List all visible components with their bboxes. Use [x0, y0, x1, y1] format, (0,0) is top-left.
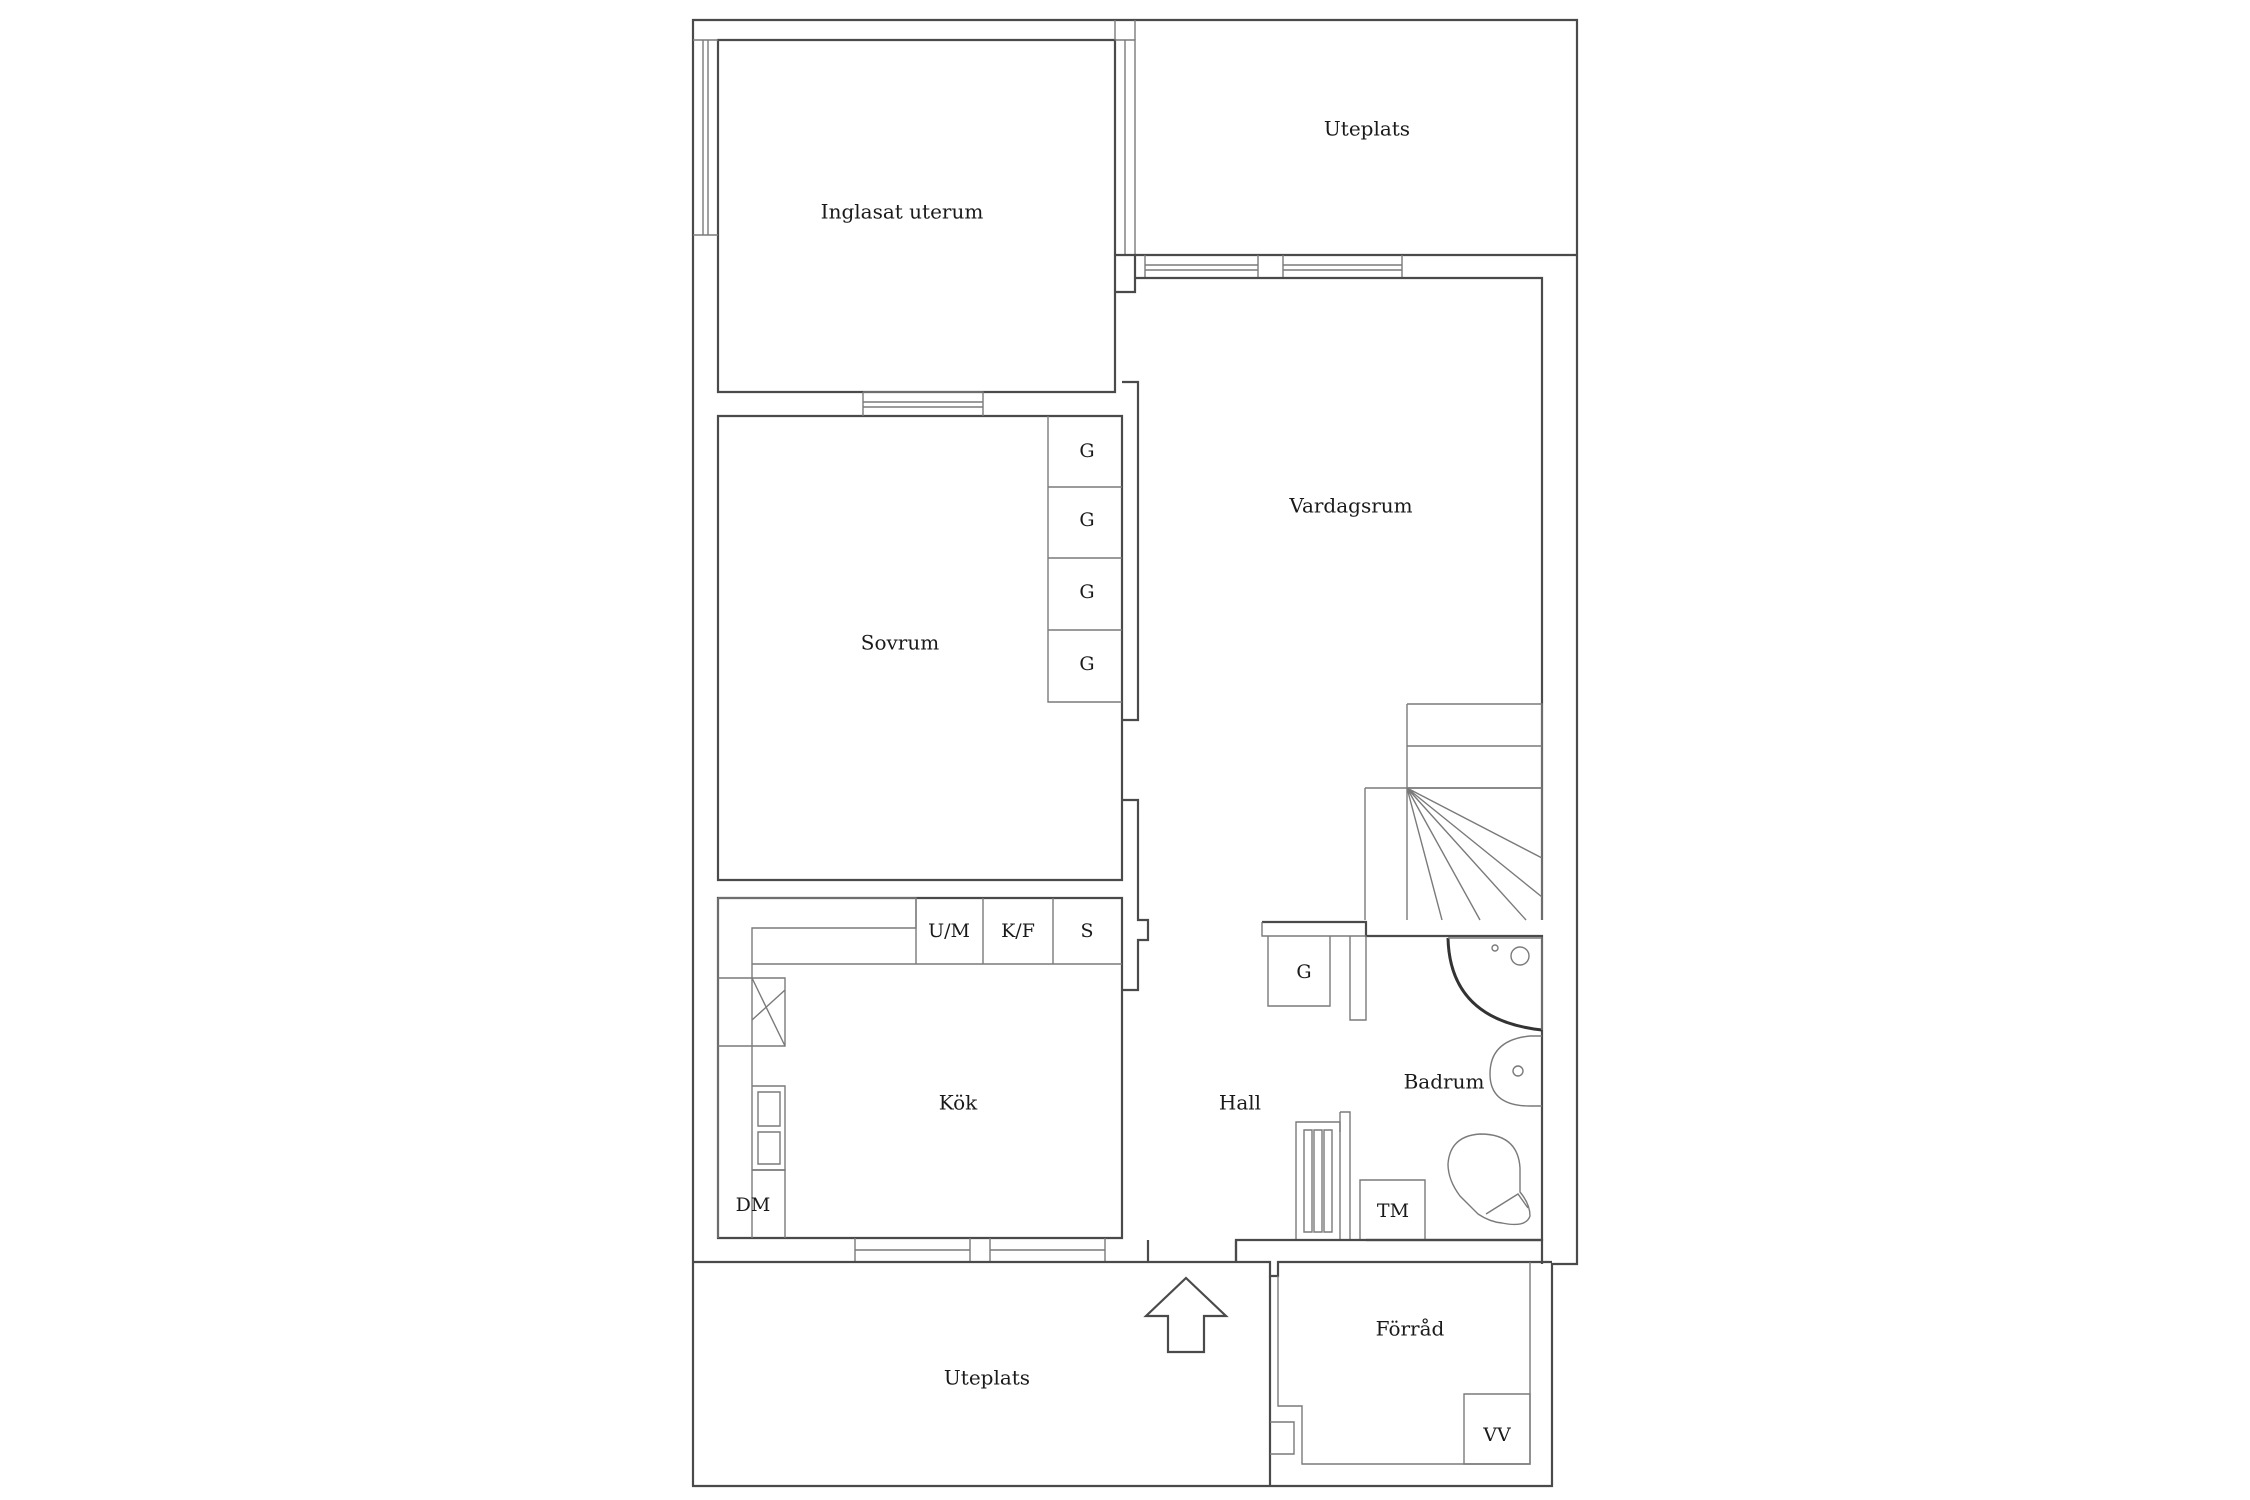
outer-walls: [691, 18, 1579, 1488]
room-label-uteplats-top: Uteplats: [1324, 117, 1410, 141]
entrance-arrow-icon: [1143, 1276, 1229, 1354]
living-room-walls: [1122, 276, 1544, 992]
fixture-label-kf: K/F: [1001, 920, 1035, 942]
wardrobe-label: G: [1296, 961, 1311, 983]
staircase: [1364, 703, 1543, 921]
room-label-kok: Kök: [939, 1091, 978, 1115]
room-label-hall: Hall: [1219, 1091, 1261, 1115]
wardrobe-label: G: [1079, 581, 1094, 603]
fixture-label-vv: VV: [1482, 1424, 1511, 1446]
fixture-label-dm: DM: [736, 1194, 771, 1216]
fixture-label-um: U/M: [928, 920, 970, 942]
wardrobe-label: G: [1079, 440, 1094, 462]
kitchen: [716, 896, 1124, 1263]
bottom-walls: [693, 1238, 1552, 1486]
fixture-label-tm: TM: [1377, 1200, 1409, 1222]
room-label-uteplats-bottom: Uteplats: [944, 1366, 1030, 1390]
wardrobe-label: G: [1079, 653, 1094, 675]
wardrobe-label: G: [1079, 509, 1094, 531]
room-label-sovrum: Sovrum: [861, 631, 939, 655]
fixture-label-s: S: [1080, 920, 1093, 942]
room-label-inglasat-uterum: Inglasat uterum: [821, 200, 984, 224]
room-label-badrum: Badrum: [1404, 1070, 1485, 1094]
room-label-forrad: Förråd: [1376, 1317, 1445, 1341]
bedroom: [716, 391, 1124, 882]
room-label-vardagsrum: Vardagsrum: [1288, 494, 1412, 518]
top-patio-window: [1135, 253, 1577, 278]
hall-radiator: [1295, 1121, 1341, 1241]
glazed-sunroom: [693, 20, 1137, 394]
